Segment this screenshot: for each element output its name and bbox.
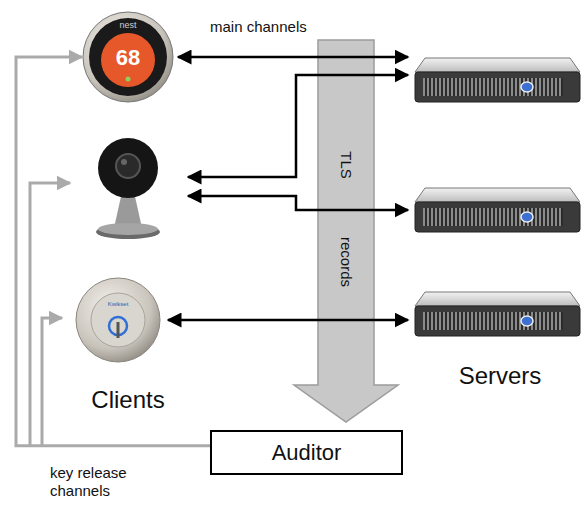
- thermostat: nest 68: [83, 12, 173, 102]
- band-label: records: [337, 237, 355, 287]
- band-label: TLS: [337, 151, 355, 179]
- text-label: main channels: [210, 18, 307, 36]
- node-text: Auditor: [212, 442, 401, 464]
- node-text: nest: [83, 21, 173, 30]
- text-label: key release channels: [50, 464, 170, 500]
- text-label: Servers: [459, 362, 542, 391]
- auditor-box: Auditor: [210, 430, 403, 475]
- node-text: 68: [83, 47, 173, 69]
- key-release-connector: [16, 57, 210, 446]
- text-label: Clients: [91, 386, 164, 415]
- text-label: Kwikset: [108, 301, 129, 308]
